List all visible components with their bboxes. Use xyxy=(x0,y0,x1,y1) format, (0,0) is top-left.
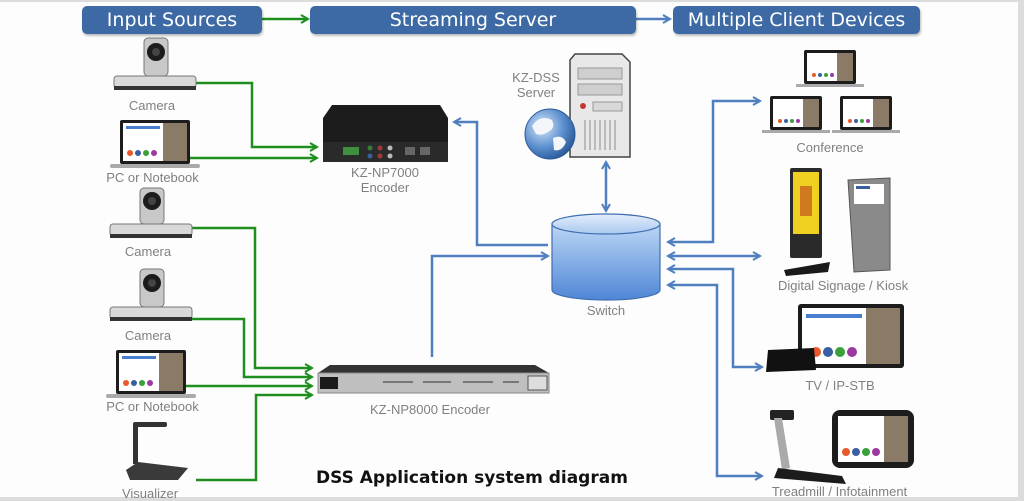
laptop-icon xyxy=(110,120,200,168)
document-camera-icon xyxy=(126,422,188,480)
input-label-pc-1: PC or Notebook xyxy=(106,170,199,185)
ptz-camera-icon xyxy=(109,187,193,238)
ptz-camera-icon xyxy=(109,268,193,321)
switch-cylinder-icon xyxy=(551,213,661,301)
diagram-caption: DSS Application system diagram xyxy=(316,468,628,488)
arrow-visualizer-np8000 xyxy=(196,395,312,482)
laptop-icon xyxy=(106,350,196,398)
arrow-camera2-np8000 xyxy=(192,226,312,368)
arrow-switch-np7000 xyxy=(454,122,548,247)
input-label-camera-1: Camera xyxy=(128,98,176,113)
switch-label: Switch xyxy=(586,303,626,318)
np7000-encoder-icon xyxy=(323,105,448,162)
header-client-devices: Multiple Client Devices xyxy=(673,6,920,34)
np7000-model: KZ-NP7000 xyxy=(351,165,419,180)
client-label-treadmill: Treadmill / Infotainment xyxy=(771,484,908,499)
server-model: KZ-DSS xyxy=(512,70,560,85)
header-input-sources: Input Sources xyxy=(82,6,262,34)
ptz-camera-icon xyxy=(113,37,197,90)
arrow-switch-treadmill xyxy=(668,285,762,476)
np8000-encoder-icon xyxy=(317,365,550,394)
arrow-switch-conference xyxy=(668,101,760,242)
np8000-label: KZ-NP8000 Encoder xyxy=(370,402,490,417)
arrow-np8000-switch xyxy=(430,256,548,357)
laptops-icon xyxy=(762,50,900,133)
client-label-signage-kiosk: Digital Signage / Kiosk xyxy=(778,278,909,293)
input-label-visualizer: Visualizer xyxy=(121,486,179,501)
signage-kiosk-icon xyxy=(784,168,891,276)
np7000-label: KZ-NP7000 Encoder xyxy=(340,165,430,195)
header-streaming-server: Streaming Server xyxy=(310,6,636,34)
client-label-conference: Conference xyxy=(796,140,864,155)
treadmill-tablet-icon xyxy=(770,410,914,484)
input-label-camera-2: Camera xyxy=(124,244,172,259)
arrow-camera3-np8000 xyxy=(192,317,312,377)
server-label: KZ-DSS Server xyxy=(506,70,566,100)
np7000-type: Encoder xyxy=(360,180,410,195)
input-label-pc-2: PC or Notebook xyxy=(106,399,199,414)
arrow-switch-tv xyxy=(668,269,762,367)
arrow-camera1-np7000 xyxy=(193,81,317,147)
tv-settopbox-icon xyxy=(766,304,904,372)
input-label-camera-3: Camera xyxy=(124,328,172,343)
client-label-tv-stb: TV / IP-STB xyxy=(805,378,875,393)
server-tower-icon xyxy=(569,53,631,158)
server-type: Server xyxy=(516,85,556,100)
globe-icon xyxy=(524,108,576,160)
